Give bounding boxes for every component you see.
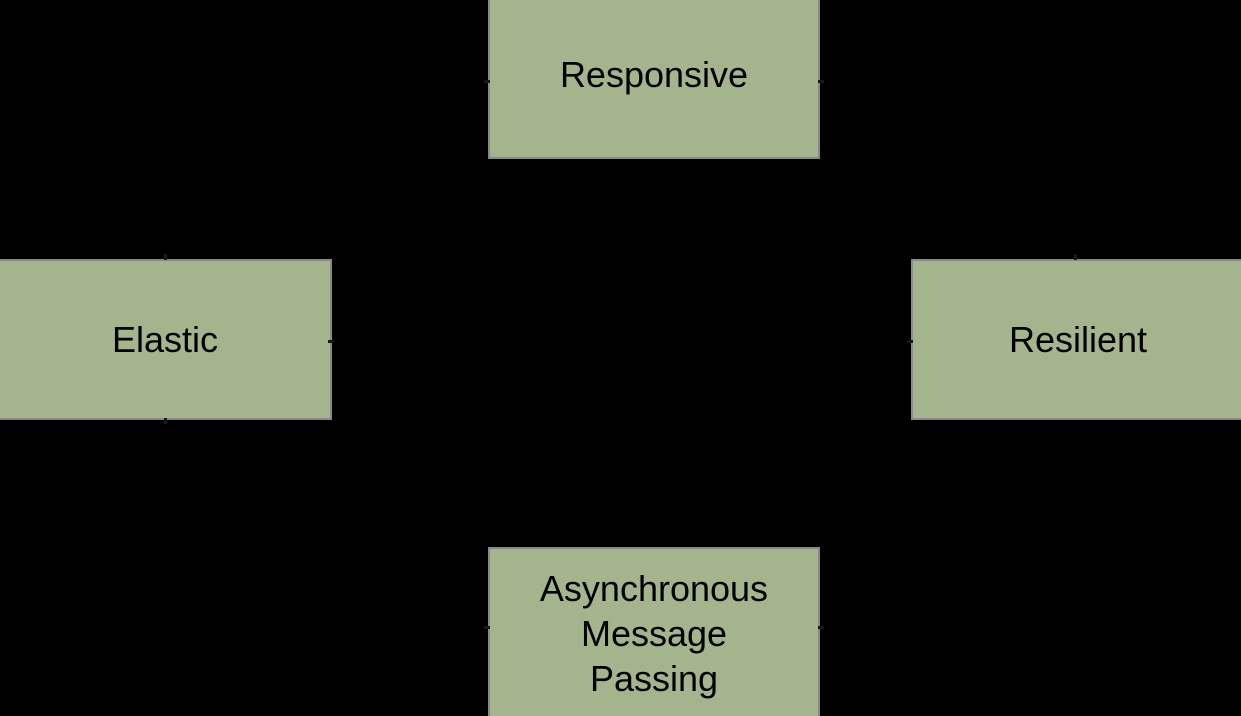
node-async-message-passing[interactable]: Asynchronous Message Passing — [488, 547, 820, 716]
node-elastic[interactable]: Elastic — [0, 259, 332, 420]
node-responsive-label: Responsive — [559, 54, 749, 95]
node-async-message-passing-label: Asynchronous Message Passing — [539, 567, 769, 699]
node-resilient-label: Resilient — [1008, 319, 1148, 360]
connector-stub-elastic-right — [328, 340, 334, 343]
connector-stub-resilient-left — [907, 340, 913, 343]
node-elastic-label: Elastic — [111, 319, 219, 360]
connector-stub-responsive-right — [818, 80, 824, 83]
connector-stub-async-left — [484, 626, 490, 629]
connector-stub-async-right — [818, 626, 824, 629]
node-responsive[interactable]: Responsive — [488, 0, 820, 159]
connector-stub-elastic-bottom — [164, 418, 167, 424]
connector-stub-responsive-left — [484, 80, 490, 83]
connector-stub-resilient-top — [1074, 254, 1077, 260]
connector-stub-elastic-top — [164, 254, 167, 260]
node-resilient[interactable]: Resilient — [911, 259, 1241, 420]
